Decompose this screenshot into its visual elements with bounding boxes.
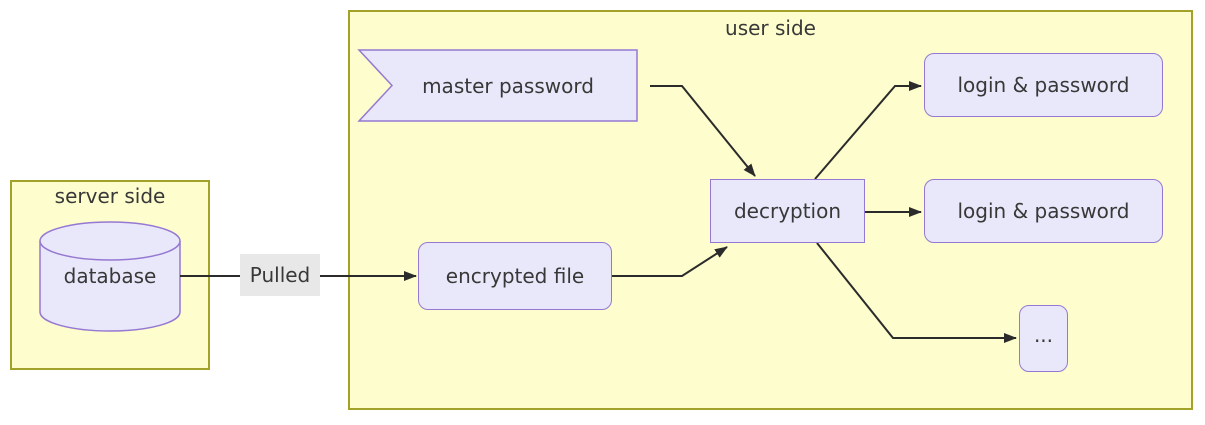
node-ellipsis: ... — [1019, 305, 1068, 372]
node-decryption: decryption — [710, 179, 865, 243]
node-login-password-middle: login & password — [924, 179, 1163, 243]
node-encrypted-file: encrypted file — [418, 242, 612, 310]
user-side-title: user side — [725, 16, 816, 40]
server-side-title: server side — [54, 184, 166, 208]
pulled-edge-label: Pulled — [240, 254, 320, 296]
node-master-password-label: master password — [422, 73, 594, 98]
node-login-password-top: login & password — [924, 53, 1163, 117]
node-database-label: database — [63, 264, 157, 288]
